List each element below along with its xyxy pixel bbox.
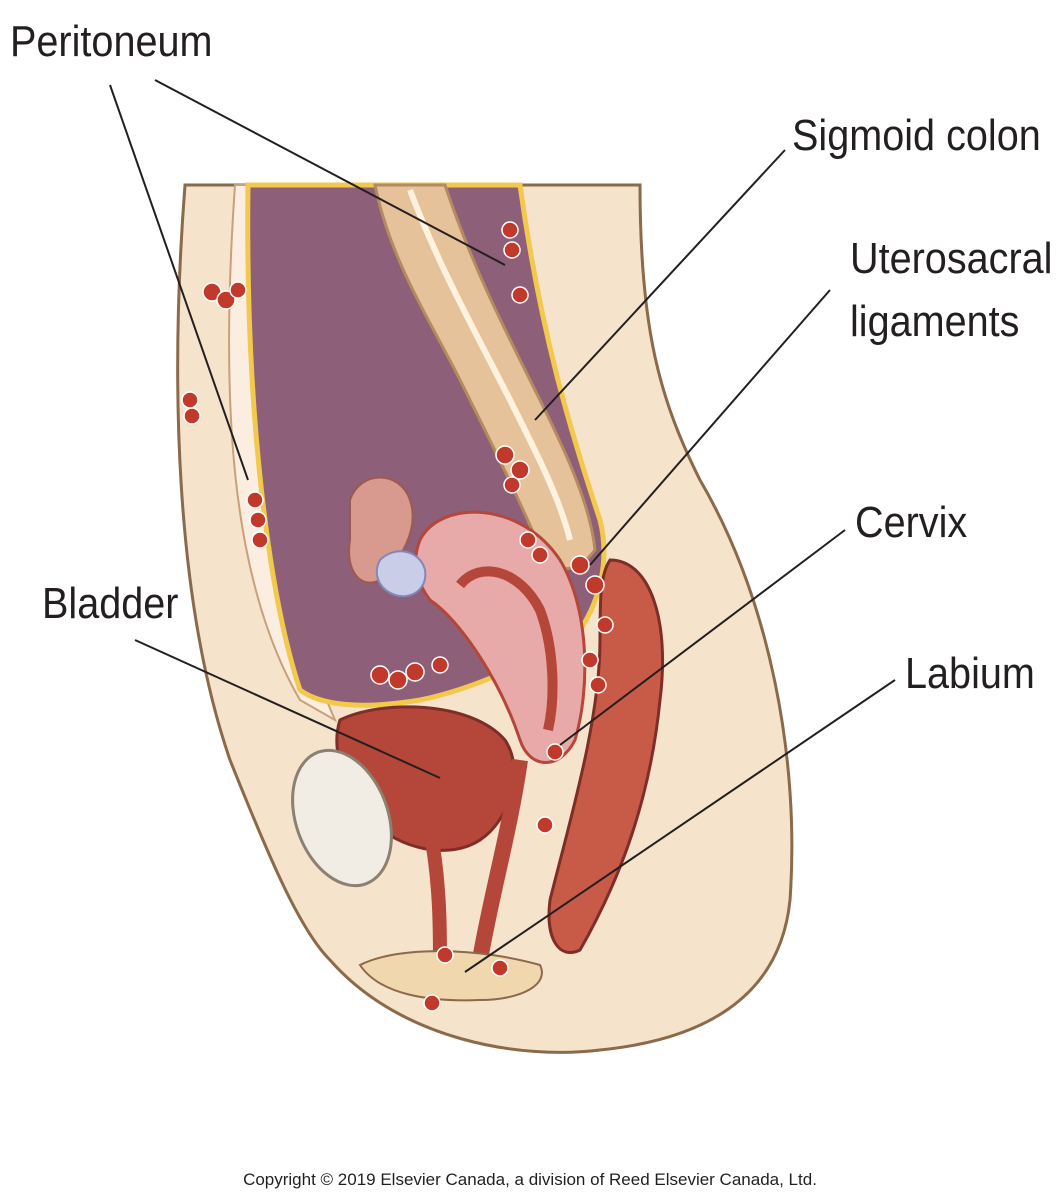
vagina (472, 758, 528, 962)
sigmoid-colon (373, 183, 597, 571)
label-bladder: Bladder (42, 579, 179, 628)
uterus (414, 510, 587, 764)
label-cervix: Cervix (855, 498, 968, 547)
endometrial-implants (181, 221, 614, 1012)
label-labium: Labium (905, 649, 1035, 698)
ovary (375, 550, 427, 598)
label-sigmoid-colon: Sigmoid colon (792, 111, 1041, 160)
copyright-notice: Copyright © 2019 Elsevier Canada, a divi… (243, 1170, 817, 1189)
uterine-cavity (456, 566, 558, 732)
leader-lines (109, 79, 896, 973)
label-uterosacral-line2: ligaments (850, 297, 1020, 346)
pubic-bone (291, 748, 393, 888)
label-uterosacral-line1: Uterosacral (850, 234, 1053, 283)
label-peritoneum: Peritoneum (10, 17, 213, 66)
colon-inner (407, 188, 573, 541)
